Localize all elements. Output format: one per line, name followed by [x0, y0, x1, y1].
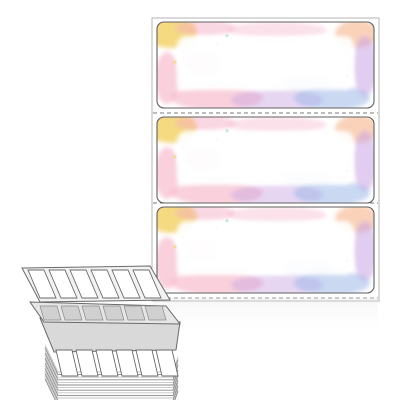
stack-label — [95, 349, 119, 377]
fanfold-stack — [21, 265, 182, 400]
sheet-reflection — [153, 298, 378, 338]
label-outline — [156, 21, 375, 109]
stack-label — [69, 269, 99, 299]
stack-label — [55, 349, 79, 377]
label-sheet — [151, 17, 380, 338]
stack-label — [27, 269, 57, 299]
watercolor-artwork — [157, 22, 374, 108]
watercolor-artwork — [157, 207, 374, 293]
stack-label — [155, 349, 179, 377]
label-list — [156, 21, 375, 294]
stack-edge — [44, 378, 179, 400]
stack-label — [135, 349, 159, 377]
stack-edge — [44, 370, 179, 399]
stack-label — [81, 305, 104, 321]
label-outline — [156, 206, 375, 294]
label — [156, 21, 375, 109]
stack-label — [144, 305, 167, 321]
stack-label — [115, 349, 139, 377]
stack-label — [60, 305, 83, 321]
label — [156, 116, 375, 204]
stack-label — [102, 305, 125, 321]
stack-edge — [44, 365, 179, 394]
stack-edge — [44, 368, 179, 396]
stack-label — [75, 349, 99, 377]
label-outline — [156, 116, 375, 204]
stack-edge — [44, 357, 179, 386]
stack-label — [111, 269, 141, 299]
stack-label — [132, 269, 162, 299]
stack-edge — [44, 360, 179, 389]
stack-edge — [44, 363, 179, 391]
stack-label — [48, 269, 78, 299]
watercolor-artwork — [157, 117, 374, 203]
stack-label — [123, 305, 146, 321]
label — [156, 206, 375, 294]
stack-edge — [44, 373, 179, 400]
stack-label — [90, 269, 120, 299]
stack-label — [39, 305, 62, 321]
stack-edge — [44, 376, 179, 400]
